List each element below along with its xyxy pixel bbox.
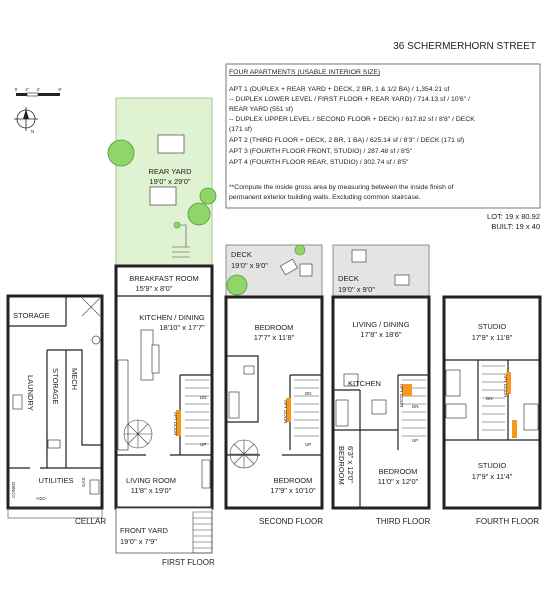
notes-line-1: APT 1 (DUPLEX + REAR YARD + DECK, 2 BR, … bbox=[229, 86, 449, 93]
studio-2-label: STUDIO bbox=[478, 461, 507, 470]
tree-icon bbox=[107, 139, 217, 229]
cellar-mech-label: MECH bbox=[70, 368, 79, 390]
third-apt-door-marker bbox=[402, 384, 412, 396]
third-floor-label: THIRD FLOOR bbox=[376, 517, 430, 526]
fourth-dn-label: DN bbox=[486, 396, 493, 401]
fourth-apt-door-label: APT DOOR bbox=[503, 374, 508, 398]
address-title: 36 SCHERMERHORN STREET bbox=[393, 41, 536, 52]
third-bedroom-1-dim: 6'3" x 12'0" bbox=[346, 446, 355, 483]
scale-tick-0: 0 bbox=[15, 87, 18, 92]
third-apt-door-label: APT DOOR bbox=[399, 384, 404, 408]
cellar-utilities-label: UTILITIES bbox=[38, 476, 73, 485]
notes-footnote-2: permanent exterior building walls. Exclu… bbox=[229, 194, 421, 201]
second-bedroom-1-dim: 17'7" x 11'8" bbox=[254, 333, 295, 342]
second-floor-plan bbox=[224, 295, 324, 510]
scale-bar: 0 2' 4' 8' bbox=[15, 87, 62, 97]
third-living-label: LIVING / DINING bbox=[352, 320, 409, 329]
living-room-label: LIVING ROOM bbox=[126, 476, 176, 485]
notes-footnote-1: **Compute the inside gross area by measu… bbox=[229, 184, 454, 191]
scale-tick-2: 2' bbox=[25, 87, 29, 92]
second-bedroom-2-dim: 17'9" x 10'10" bbox=[270, 486, 316, 495]
third-deck-dim: 19'0" x 9'0" bbox=[338, 285, 375, 294]
third-floor-plan bbox=[331, 295, 431, 510]
front-yard bbox=[115, 507, 213, 554]
cellar-storage-1-label: STORAGE bbox=[13, 311, 50, 320]
second-up-label: UP bbox=[305, 442, 311, 447]
cellar-coned-label: CONED bbox=[11, 481, 16, 498]
kitchen-dining-dim: 18'10" x 17'7" bbox=[159, 323, 205, 332]
third-kitchen-label: KITCHEN bbox=[348, 379, 381, 388]
front-yard-dim: 19'0" x 7'9" bbox=[120, 537, 157, 546]
third-deck-label: DECK bbox=[338, 274, 359, 283]
cellar-gas-label: GAS bbox=[81, 477, 86, 487]
scale-tick-4: 4' bbox=[36, 87, 40, 92]
north-arrow-icon bbox=[14, 107, 38, 131]
cellar-plan bbox=[6, 294, 104, 519]
apartment-notes: FOUR APARTMENTS (USABLE INTERIOR SIZE) A… bbox=[225, 63, 541, 209]
lot-size: LOT: 19 x 80.92 bbox=[487, 212, 540, 221]
second-apt-door-marker bbox=[286, 398, 291, 422]
notes-line-3: REAR YARD (551 sf) bbox=[229, 106, 293, 113]
third-deck bbox=[332, 244, 430, 298]
studio-2-dim: 17'9" x 11'4" bbox=[472, 472, 513, 481]
first-dn-label: DN bbox=[200, 395, 207, 400]
notes-line-5: (171 sf) bbox=[229, 126, 252, 133]
second-bedroom-2-label: BEDROOM bbox=[274, 476, 313, 485]
third-bedroom-2-dim: 11'0" x 12'0" bbox=[378, 477, 419, 486]
fourth-floor-label: FOURTH FLOOR bbox=[476, 517, 539, 526]
second-deck-label: DECK bbox=[231, 250, 252, 259]
second-bedroom-1-label: BEDROOM bbox=[255, 323, 294, 332]
first-apt-door-label: APT DOOR bbox=[173, 412, 178, 436]
second-dn-label: DN bbox=[305, 391, 312, 396]
living-room-dim: 11'8" x 19'0" bbox=[131, 486, 172, 495]
third-up-label: UP bbox=[412, 438, 418, 443]
studio-1-label: STUDIO bbox=[478, 322, 507, 331]
north-label: N bbox=[31, 129, 34, 134]
cellar-laundry-label: LAUNDRY bbox=[26, 375, 35, 411]
breakfast-room-label: BREAKFAST ROOM bbox=[129, 274, 198, 283]
first-floor-plan bbox=[114, 264, 214, 510]
third-living-dim: 17'8" x 18'6" bbox=[360, 330, 401, 339]
notes-line-2: -- DUPLEX LOWER LEVEL / FIRST FLOOR + RE… bbox=[229, 96, 470, 103]
notes-line-6: APT 2 (THIRD FLOOR + DECK, 2 BR, 1 BA) /… bbox=[229, 137, 464, 144]
fourth-apt-door-marker-2 bbox=[512, 420, 517, 438]
third-bedroom-2-label: BEDROOM bbox=[379, 467, 418, 476]
scale-tick-8: 8' bbox=[58, 87, 62, 92]
rear-yard bbox=[115, 97, 213, 267]
rear-yard-dim: 19'0" x 29'0" bbox=[149, 177, 190, 186]
first-floor-label: FIRST FLOOR bbox=[162, 558, 215, 567]
cellar-storage-2-label: STORAGE bbox=[51, 368, 60, 405]
third-bedroom-1-label: BEDROOM bbox=[337, 446, 346, 485]
cellar-floor-label: CELLAR bbox=[75, 517, 106, 526]
tree-icon bbox=[226, 274, 248, 296]
second-deck-dim: 19'0" x 9'0" bbox=[231, 261, 268, 270]
fourth-apt-door-marker-1 bbox=[506, 372, 511, 394]
breakfast-room-dim: 15'9" x 8'0" bbox=[136, 284, 173, 293]
notes-line-8: APT 4 (FOURTH FLOOR REAR, STUDIO) / 302.… bbox=[229, 159, 409, 166]
studio-1-dim: 17'9" x 11'8" bbox=[472, 333, 513, 342]
kitchen-dining-label: KITCHEN / DINING bbox=[139, 313, 205, 322]
third-dn-label: DN bbox=[412, 404, 419, 409]
second-apt-door-label: APT DOOR bbox=[283, 400, 288, 424]
first-up-label: UP bbox=[200, 442, 206, 447]
cellar-h2o-label: H2O bbox=[36, 496, 46, 501]
notes-heading: FOUR APARTMENTS (USABLE INTERIOR SIZE) bbox=[229, 69, 380, 76]
second-floor-label: SECOND FLOOR bbox=[259, 517, 323, 526]
front-yard-label: FRONT YARD bbox=[120, 526, 169, 535]
rear-yard-label: REAR YARD bbox=[148, 167, 192, 176]
notes-line-7: APT 3 (FOURTH FLOOR FRONT, STUDIO) / 287… bbox=[229, 148, 413, 155]
first-apt-door-marker bbox=[176, 410, 181, 436]
built-size: BUILT: 19 x 40 bbox=[491, 222, 540, 231]
fourth-floor-plan bbox=[442, 295, 542, 510]
notes-line-4: -- DUPLEX UPPER LEVEL / SECOND FLOOR + D… bbox=[229, 116, 475, 123]
